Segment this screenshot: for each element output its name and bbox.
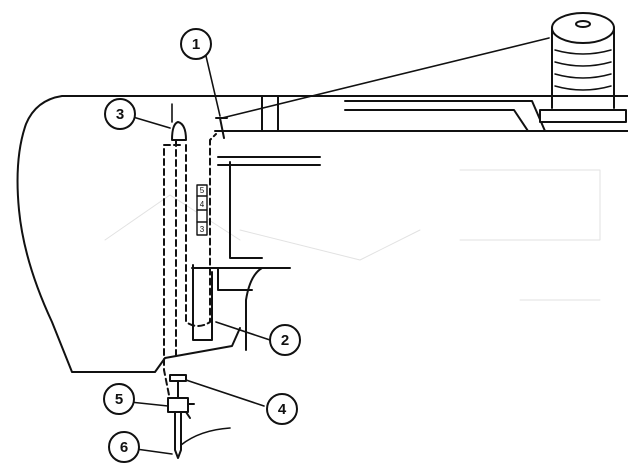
leader-lines bbox=[129, 55, 271, 455]
callout-number-2: 2 bbox=[281, 332, 289, 349]
callout-circle-6 bbox=[108, 431, 140, 463]
background-texture bbox=[104, 169, 601, 301]
tension-scale-5: 5 bbox=[200, 186, 205, 195]
tension-scale-4: 4 bbox=[200, 200, 205, 209]
callout-number-1: 1 bbox=[192, 36, 200, 53]
callout-circle-5 bbox=[103, 383, 135, 415]
thread-spool bbox=[539, 12, 627, 123]
callout-number-3: 3 bbox=[116, 106, 124, 123]
callout-number-5: 5 bbox=[115, 391, 123, 408]
callout-circles bbox=[103, 28, 301, 463]
tension-scale-3: 3 bbox=[200, 225, 205, 234]
callout-circle-2 bbox=[269, 324, 301, 356]
thread-line bbox=[221, 37, 550, 119]
callout-number-4: 4 bbox=[278, 401, 287, 418]
callout-number-6: 6 bbox=[120, 439, 128, 456]
presser-bar-housing bbox=[191, 264, 291, 351]
callout-circle-3 bbox=[104, 98, 136, 130]
upper-thread-guide bbox=[215, 117, 228, 139]
faceplate-edge bbox=[217, 156, 321, 259]
needle-assembly bbox=[167, 374, 231, 459]
machine-head-outline bbox=[16, 95, 628, 373]
callout-circle-1 bbox=[180, 28, 212, 60]
callout-circle-4 bbox=[266, 393, 298, 425]
top-cover-slot bbox=[344, 100, 546, 132]
take-up-lever bbox=[171, 121, 187, 141]
threading-path bbox=[163, 133, 217, 411]
tension-scale bbox=[196, 184, 208, 236]
top-panel-step bbox=[261, 95, 279, 132]
